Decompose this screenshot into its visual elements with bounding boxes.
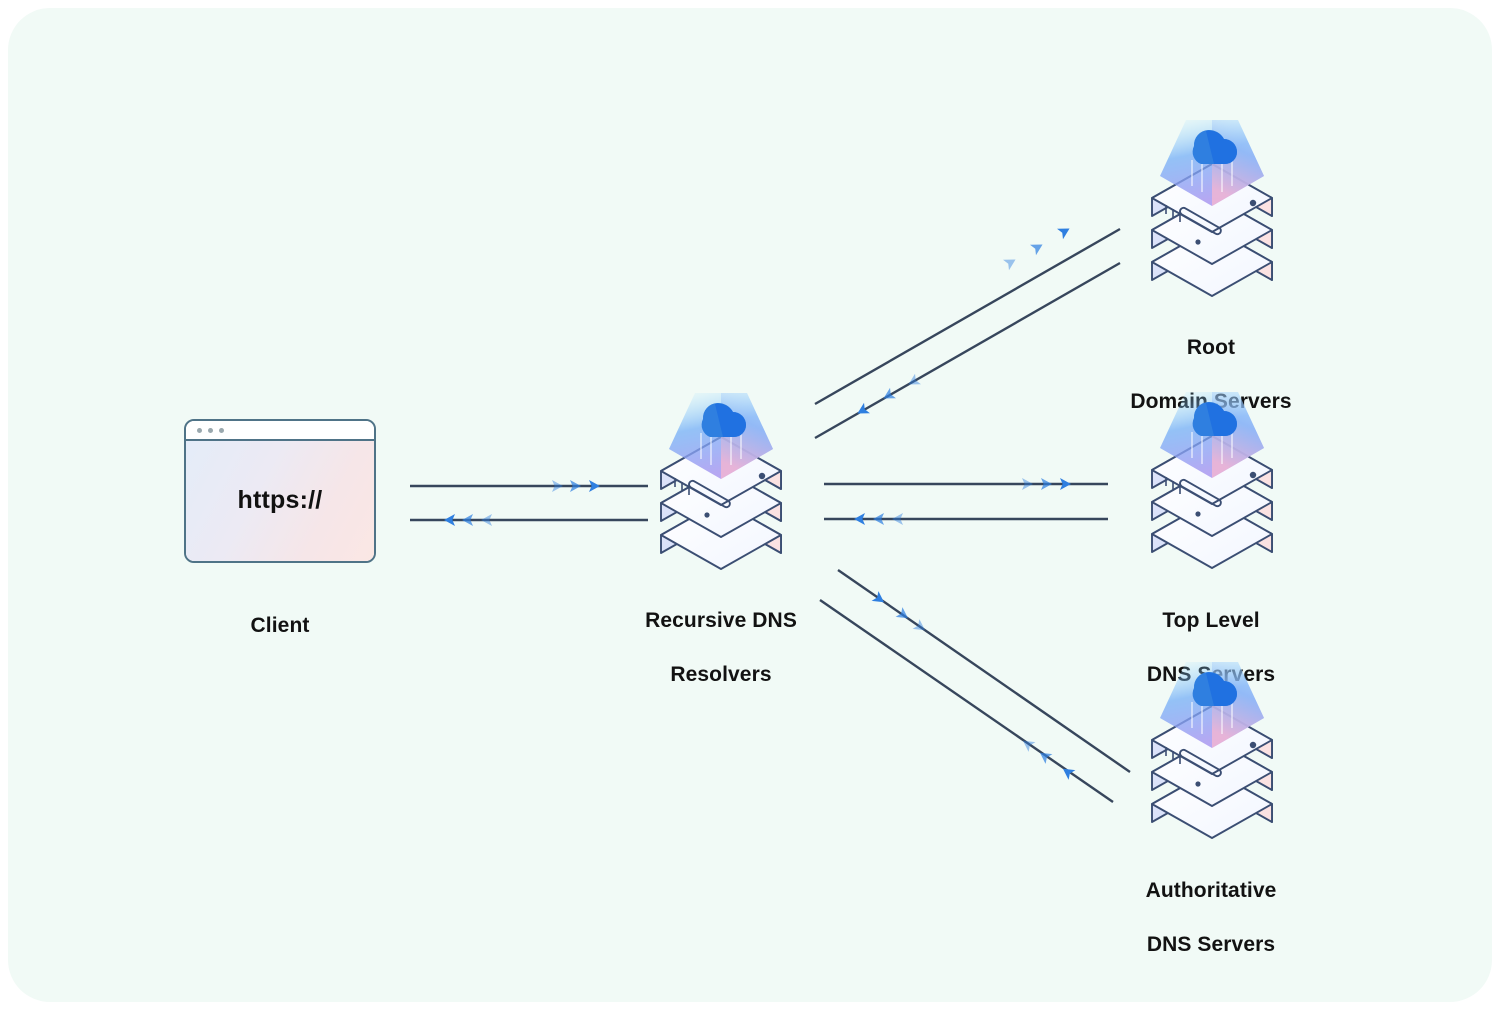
browser-titlebar [186, 421, 374, 441]
url-text: https:// [237, 485, 323, 514]
recursive-label-line1: Recursive DNS [645, 609, 797, 632]
browser-content: https:// [186, 441, 374, 561]
recursive-label-line2: Resolvers [670, 663, 772, 686]
connection-resolver-to-client [410, 514, 648, 526]
node-label-authoritative-dns-servers: Authoritative DNS Servers [1092, 850, 1330, 985]
authoritative-label-line2: DNS Servers [1146, 933, 1276, 956]
server-stack-cloud-icon [1151, 662, 1273, 839]
authoritative-label-line1: Authoritative [1145, 879, 1277, 902]
node-top-level-dns-servers [1136, 382, 1288, 569]
connection-client-to-resolver [410, 480, 648, 492]
node-authoritative-dns-servers [1136, 652, 1288, 839]
connection-authoritative-to-resolver [819, 599, 1114, 803]
connection-resolver-to-root [814, 223, 1121, 406]
node-client: https:// [184, 419, 376, 563]
node-recursive-resolvers [645, 383, 797, 570]
node-label-recursive-resolvers: Recursive DNS Resolvers [621, 580, 821, 715]
connection-resolver-to-toplevel [824, 478, 1108, 490]
connection-resolver-to-authoritative [837, 569, 1131, 773]
toplevel-label-line1: Top Level [1162, 609, 1260, 632]
browser-window-icon: https:// [184, 419, 376, 563]
node-label-client: Client [184, 585, 376, 666]
connection-toplevel-to-resolver [824, 513, 1108, 525]
window-dot-minimize-icon [208, 427, 213, 433]
server-stack-cloud-icon [660, 393, 782, 570]
client-label-line1: Client [250, 614, 310, 637]
connection-root-to-resolver [814, 261, 1121, 440]
window-dot-maximize-icon [219, 427, 224, 433]
server-stack-cloud-icon [1151, 120, 1273, 297]
window-dot-close-icon [197, 427, 202, 433]
server-stack-cloud-icon [1151, 392, 1273, 569]
root-label-line1: Root [1186, 336, 1236, 359]
node-root-domain-servers [1136, 110, 1288, 297]
